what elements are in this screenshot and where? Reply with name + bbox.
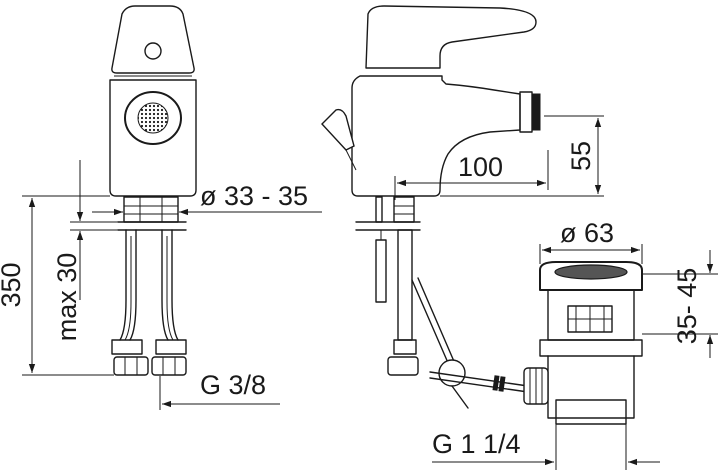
side-rod-top xyxy=(375,196,383,223)
side-lever xyxy=(365,5,537,69)
dim-g114-label: G 1 1/4 xyxy=(432,429,521,459)
front-lever-hole xyxy=(144,42,162,60)
dim-100-label: 100 xyxy=(458,152,503,182)
drain-body-lower xyxy=(547,355,635,419)
hose-nuts xyxy=(111,339,187,376)
drain-assembly xyxy=(523,261,643,425)
linkage-rod xyxy=(411,279,453,373)
drain-tail xyxy=(555,399,627,425)
flex-hoses xyxy=(119,229,179,341)
spray-nozzle-screen xyxy=(137,102,169,134)
front-mount-nut xyxy=(123,196,179,223)
dim-35-45-label: 35- 45 xyxy=(672,268,702,345)
linkage-clip xyxy=(492,375,500,391)
side-hose xyxy=(397,229,413,341)
linkage-rod-2 xyxy=(417,277,457,367)
linkage-lower xyxy=(451,385,469,409)
dim-g38-label: G 3/8 xyxy=(200,370,266,400)
popup-knob xyxy=(321,108,355,151)
side-spout-cap xyxy=(531,93,541,131)
drain-cap xyxy=(554,264,628,280)
front-body xyxy=(109,79,197,197)
side-hose-end xyxy=(387,356,419,376)
linkage-horizontal xyxy=(429,371,529,387)
front-view: 350 max 30 ø 33 - 35 G 3/8 xyxy=(0,5,322,410)
linkage-horizontal-2 xyxy=(429,377,529,393)
dim-350-label: 350 xyxy=(0,262,26,307)
side-view: 100 55 ø 63 35- 45 G 1 1/4 xyxy=(321,5,718,470)
dim-max30-label: max 30 xyxy=(52,253,82,342)
dim-63-label: ø 63 xyxy=(560,218,614,248)
side-hose-nut xyxy=(393,339,417,355)
side-mount-nut xyxy=(393,196,415,223)
drain-flange xyxy=(539,261,643,291)
popup-knob-stem xyxy=(345,149,357,171)
linkage-clip-2 xyxy=(498,376,506,392)
dim-55-label: 55 xyxy=(566,141,596,171)
side-spout-tip xyxy=(519,91,533,133)
side-pull-rod xyxy=(375,239,387,303)
spray-nozzle xyxy=(124,91,182,145)
drain-nut xyxy=(539,339,643,357)
dim-dia33-label: ø 33 - 35 xyxy=(200,181,308,211)
front-lever xyxy=(111,5,195,74)
